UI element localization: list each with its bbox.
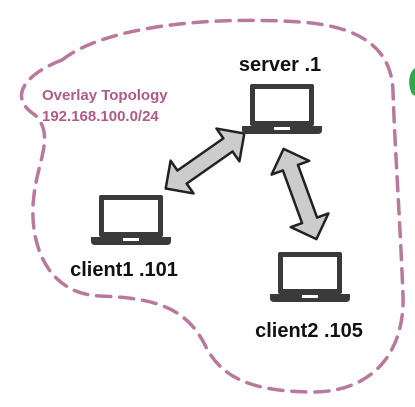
server-node — [242, 84, 322, 134]
client1-node — [91, 195, 171, 245]
client2-node — [270, 252, 350, 302]
client2-label: client2 .105 — [255, 320, 363, 342]
link-server-client1-arrow — [164, 127, 246, 195]
server-label: server .1 — [239, 54, 321, 76]
overlay-title: Overlay Topology — [42, 87, 168, 104]
link-server-client2-arrow — [270, 147, 330, 241]
overlay-subnet: 192.168.100.0/24 — [42, 108, 159, 125]
edge-accent-shape — [409, 68, 415, 96]
laptop-icon — [242, 84, 322, 134]
laptop-icon — [270, 252, 350, 302]
client1-label: client1 .101 — [70, 259, 178, 281]
laptop-icon — [91, 195, 171, 245]
overlay-network-boundary — [20, 18, 405, 394]
